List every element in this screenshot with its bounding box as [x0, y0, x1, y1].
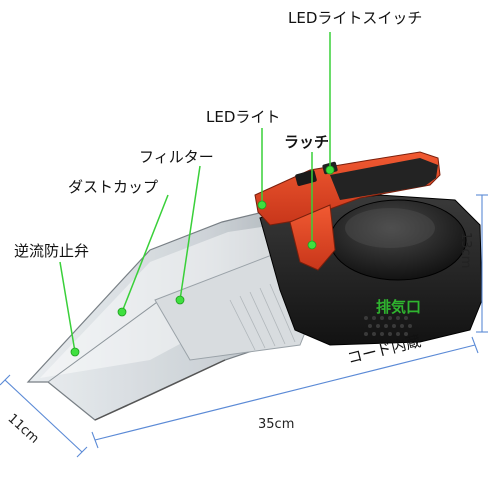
- callout-dots: [70, 165, 335, 357]
- nozzle-bottom-edge: [94, 359, 226, 421]
- dim-label-height: 13cm: [458, 232, 473, 269]
- label-latch: ラッチ: [284, 133, 330, 151]
- dot-led-light: [257, 200, 267, 210]
- dim-width-line: [4, 379, 83, 453]
- dot-led-switch: [325, 165, 335, 175]
- dim-length-line: [94, 344, 476, 441]
- exhaust-vents: [364, 316, 412, 336]
- label-dust-cup: ダストカップ: [68, 178, 159, 196]
- handle-grip: [330, 158, 438, 200]
- leader-lines: [59, 32, 331, 353]
- label-exhaust: 排気口: [376, 298, 422, 316]
- dim-label-length: 35cm: [258, 417, 295, 432]
- dot-latch: [307, 240, 317, 250]
- label-led-light: LEDライト: [206, 108, 281, 126]
- motor-cap-highlight: [345, 208, 435, 248]
- dot-filter: [175, 295, 185, 305]
- leader-filter: [179, 165, 201, 301]
- dot-dust-cup: [117, 307, 127, 317]
- dot-check-valve: [70, 347, 80, 357]
- label-led-switch: LEDライトスイッチ: [288, 9, 423, 27]
- label-filter: フィルター: [139, 148, 214, 166]
- leader-check-valve: [59, 261, 76, 353]
- leader-dust-cup: [121, 194, 169, 313]
- filter-pleats: [229, 283, 296, 351]
- label-check-valve: 逆流防止弁: [14, 242, 90, 260]
- dimension-lines: [0, 194, 488, 458]
